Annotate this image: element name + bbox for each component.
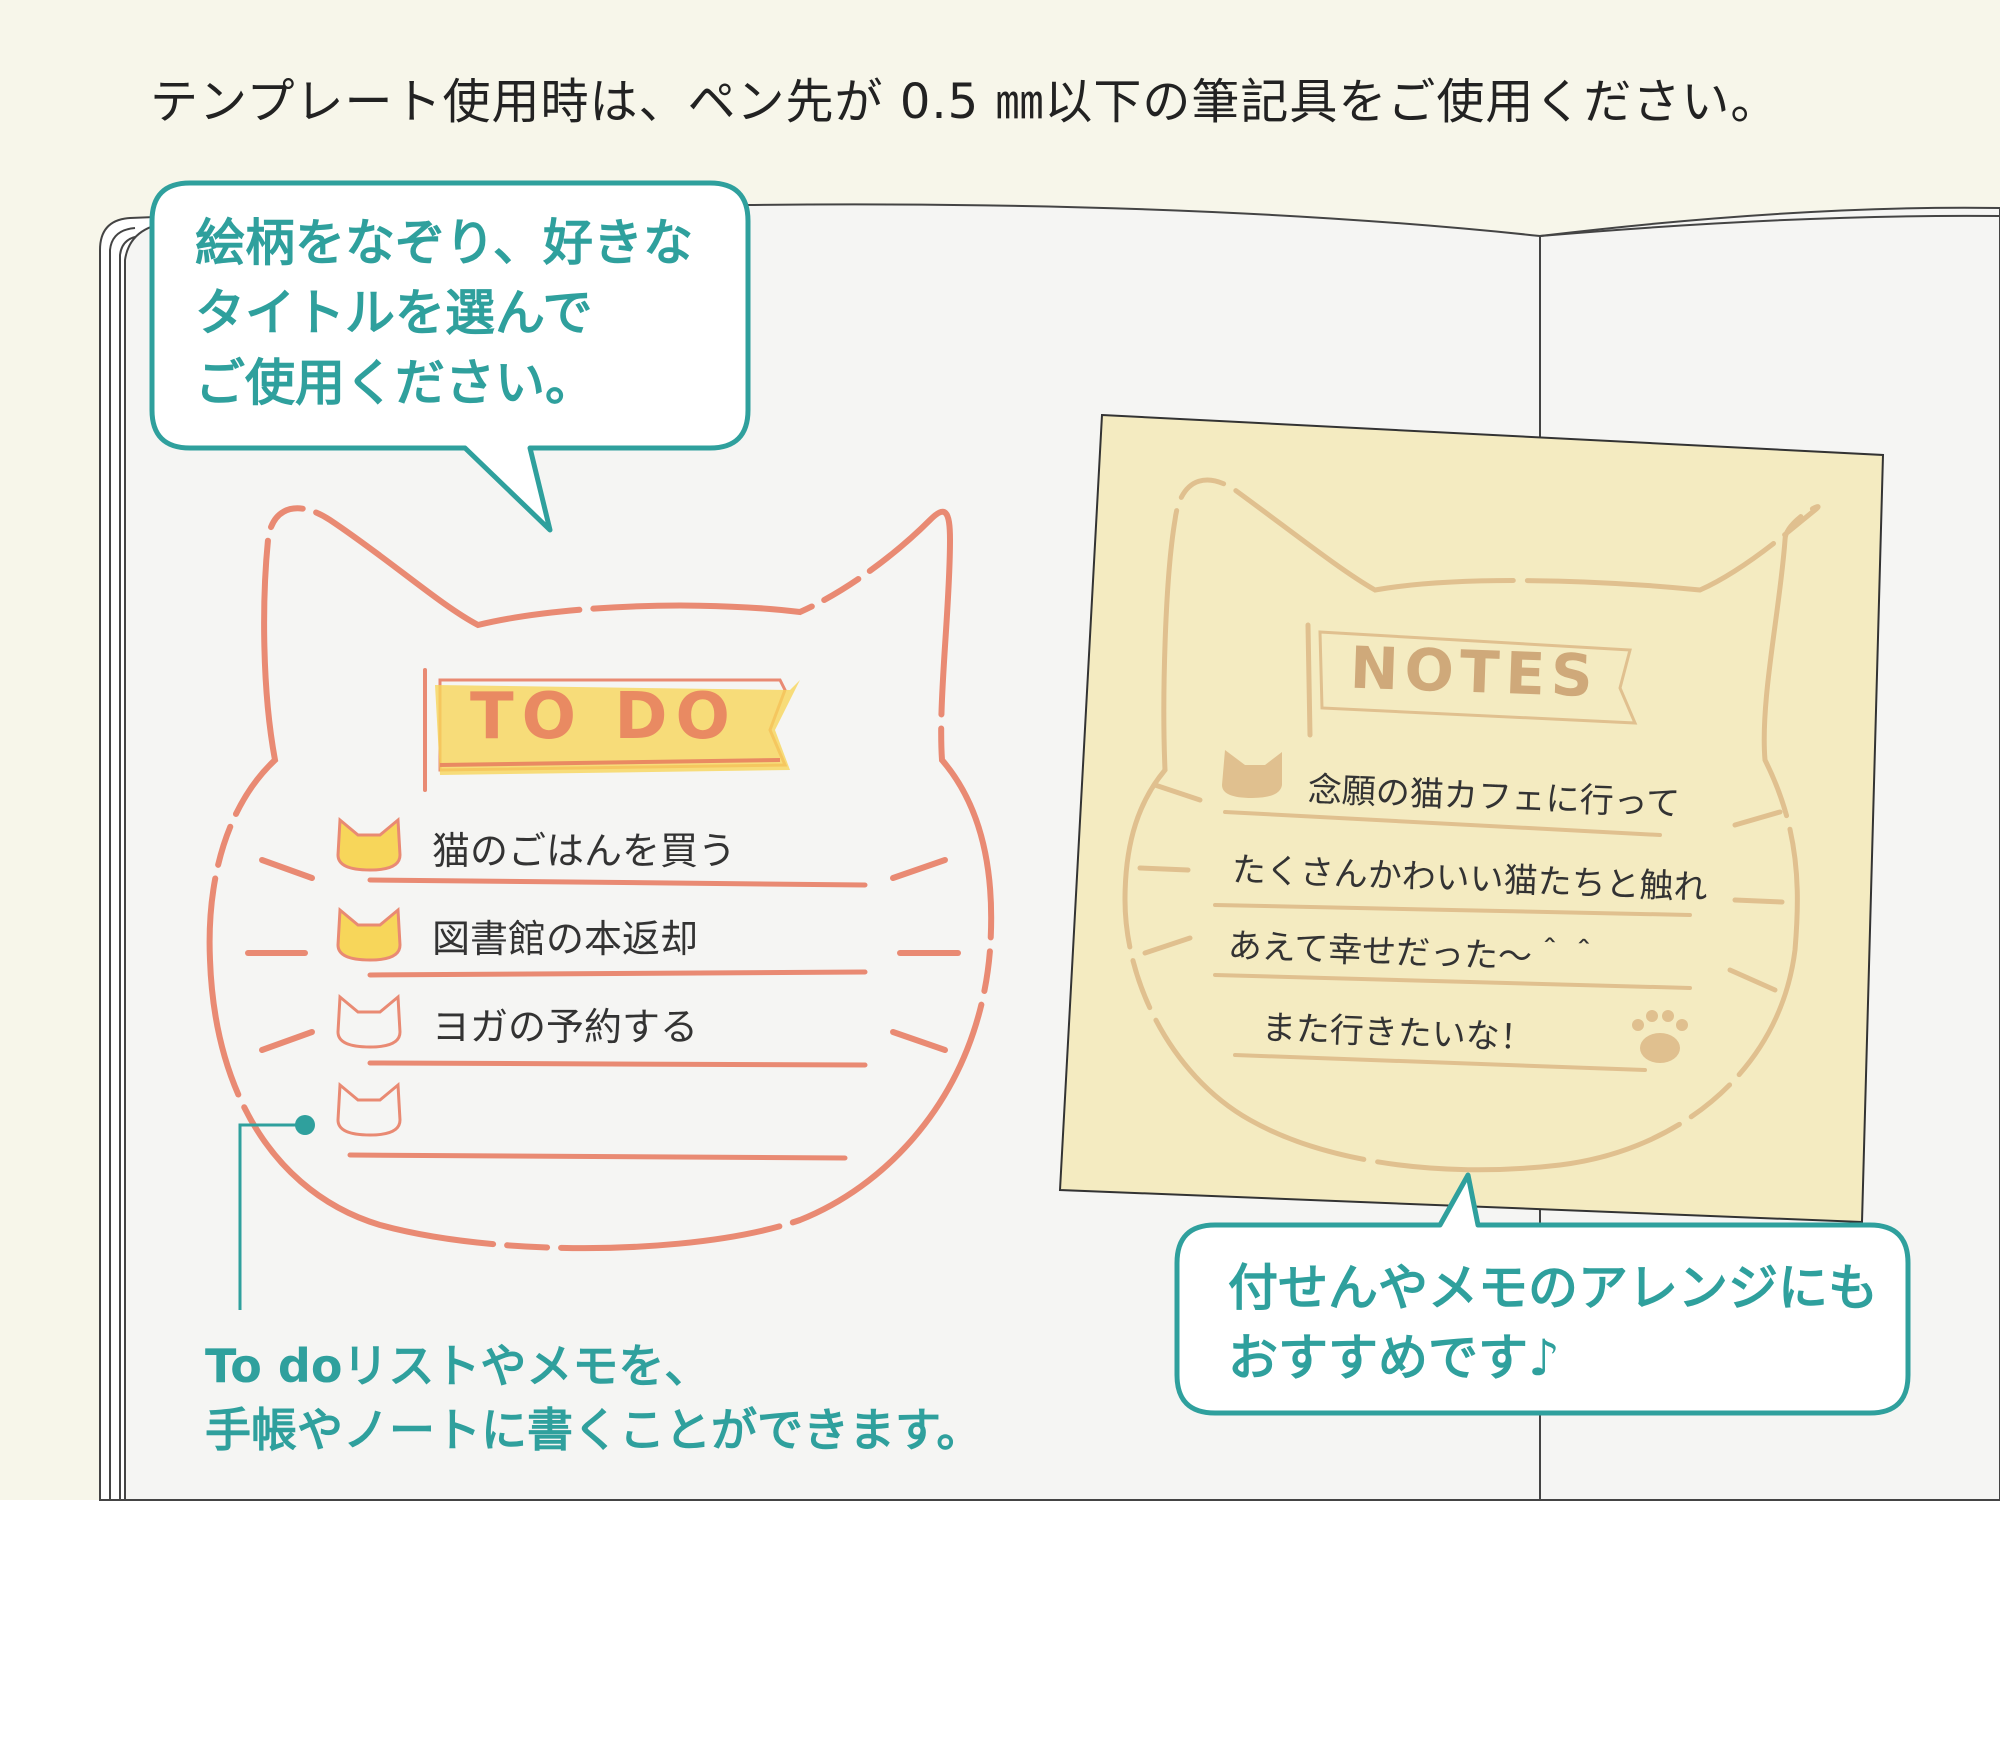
pointer-line	[238, 1115, 315, 1310]
speech-bubble-trace	[149, 180, 751, 533]
sticky-note	[1058, 413, 1885, 1224]
bubble-sticky-line: おすすめです♪	[1228, 1329, 1560, 1387]
notes-title: NOTES	[1348, 633, 1600, 711]
bottom-note: To doリストやメモを、 手帳やノートに書くことができます。	[205, 1334, 982, 1462]
todo-item: 図書館の本返却	[432, 917, 699, 961]
caption-top: テンプレート使用時は、ペン先が 0.5 ㎜以下の筆記具をご使用ください。	[150, 74, 1780, 130]
speech-bubble-sticky	[1174, 1172, 1911, 1416]
cat-face-icon	[1222, 750, 1282, 798]
todo-title: TO DO	[470, 680, 738, 754]
cat-face-icon	[336, 993, 402, 1049]
bubble-trace-line: ご使用ください。	[195, 354, 595, 412]
bubble-trace-line: タイトルを選んで	[195, 284, 593, 342]
bubble-sticky-text: 付せんやメモのアレンジにも おすすめです♪	[1228, 1253, 1878, 1393]
bubble-sticky-line: 付せんやメモのアレンジにも	[1228, 1259, 1878, 1317]
cat-face-icon	[336, 1081, 402, 1137]
cat-face-icon	[336, 816, 402, 872]
paw-print-icon	[1632, 1010, 1688, 1063]
bubble-trace-text: 絵柄をなぞり、好きな タイトルを選んで ご使用ください。	[195, 208, 755, 418]
todo-cat-template	[206, 505, 995, 1252]
todo-item: 猫のごはんを買う	[432, 829, 737, 873]
banner-underline	[439, 758, 781, 767]
cat-face-icon	[336, 906, 402, 962]
todo-item: ヨガの予約する	[432, 1005, 699, 1049]
note-line: また行きたいな！	[1261, 1008, 1535, 1059]
bubble-trace-line: 絵柄をなぞり、好きな	[195, 214, 693, 272]
bottom-note-line: 手帳やノートに書くことができます。	[205, 1403, 983, 1457]
bottom-note-line: To doリストやメモを、	[205, 1339, 711, 1393]
banner-highlight	[435, 680, 800, 775]
